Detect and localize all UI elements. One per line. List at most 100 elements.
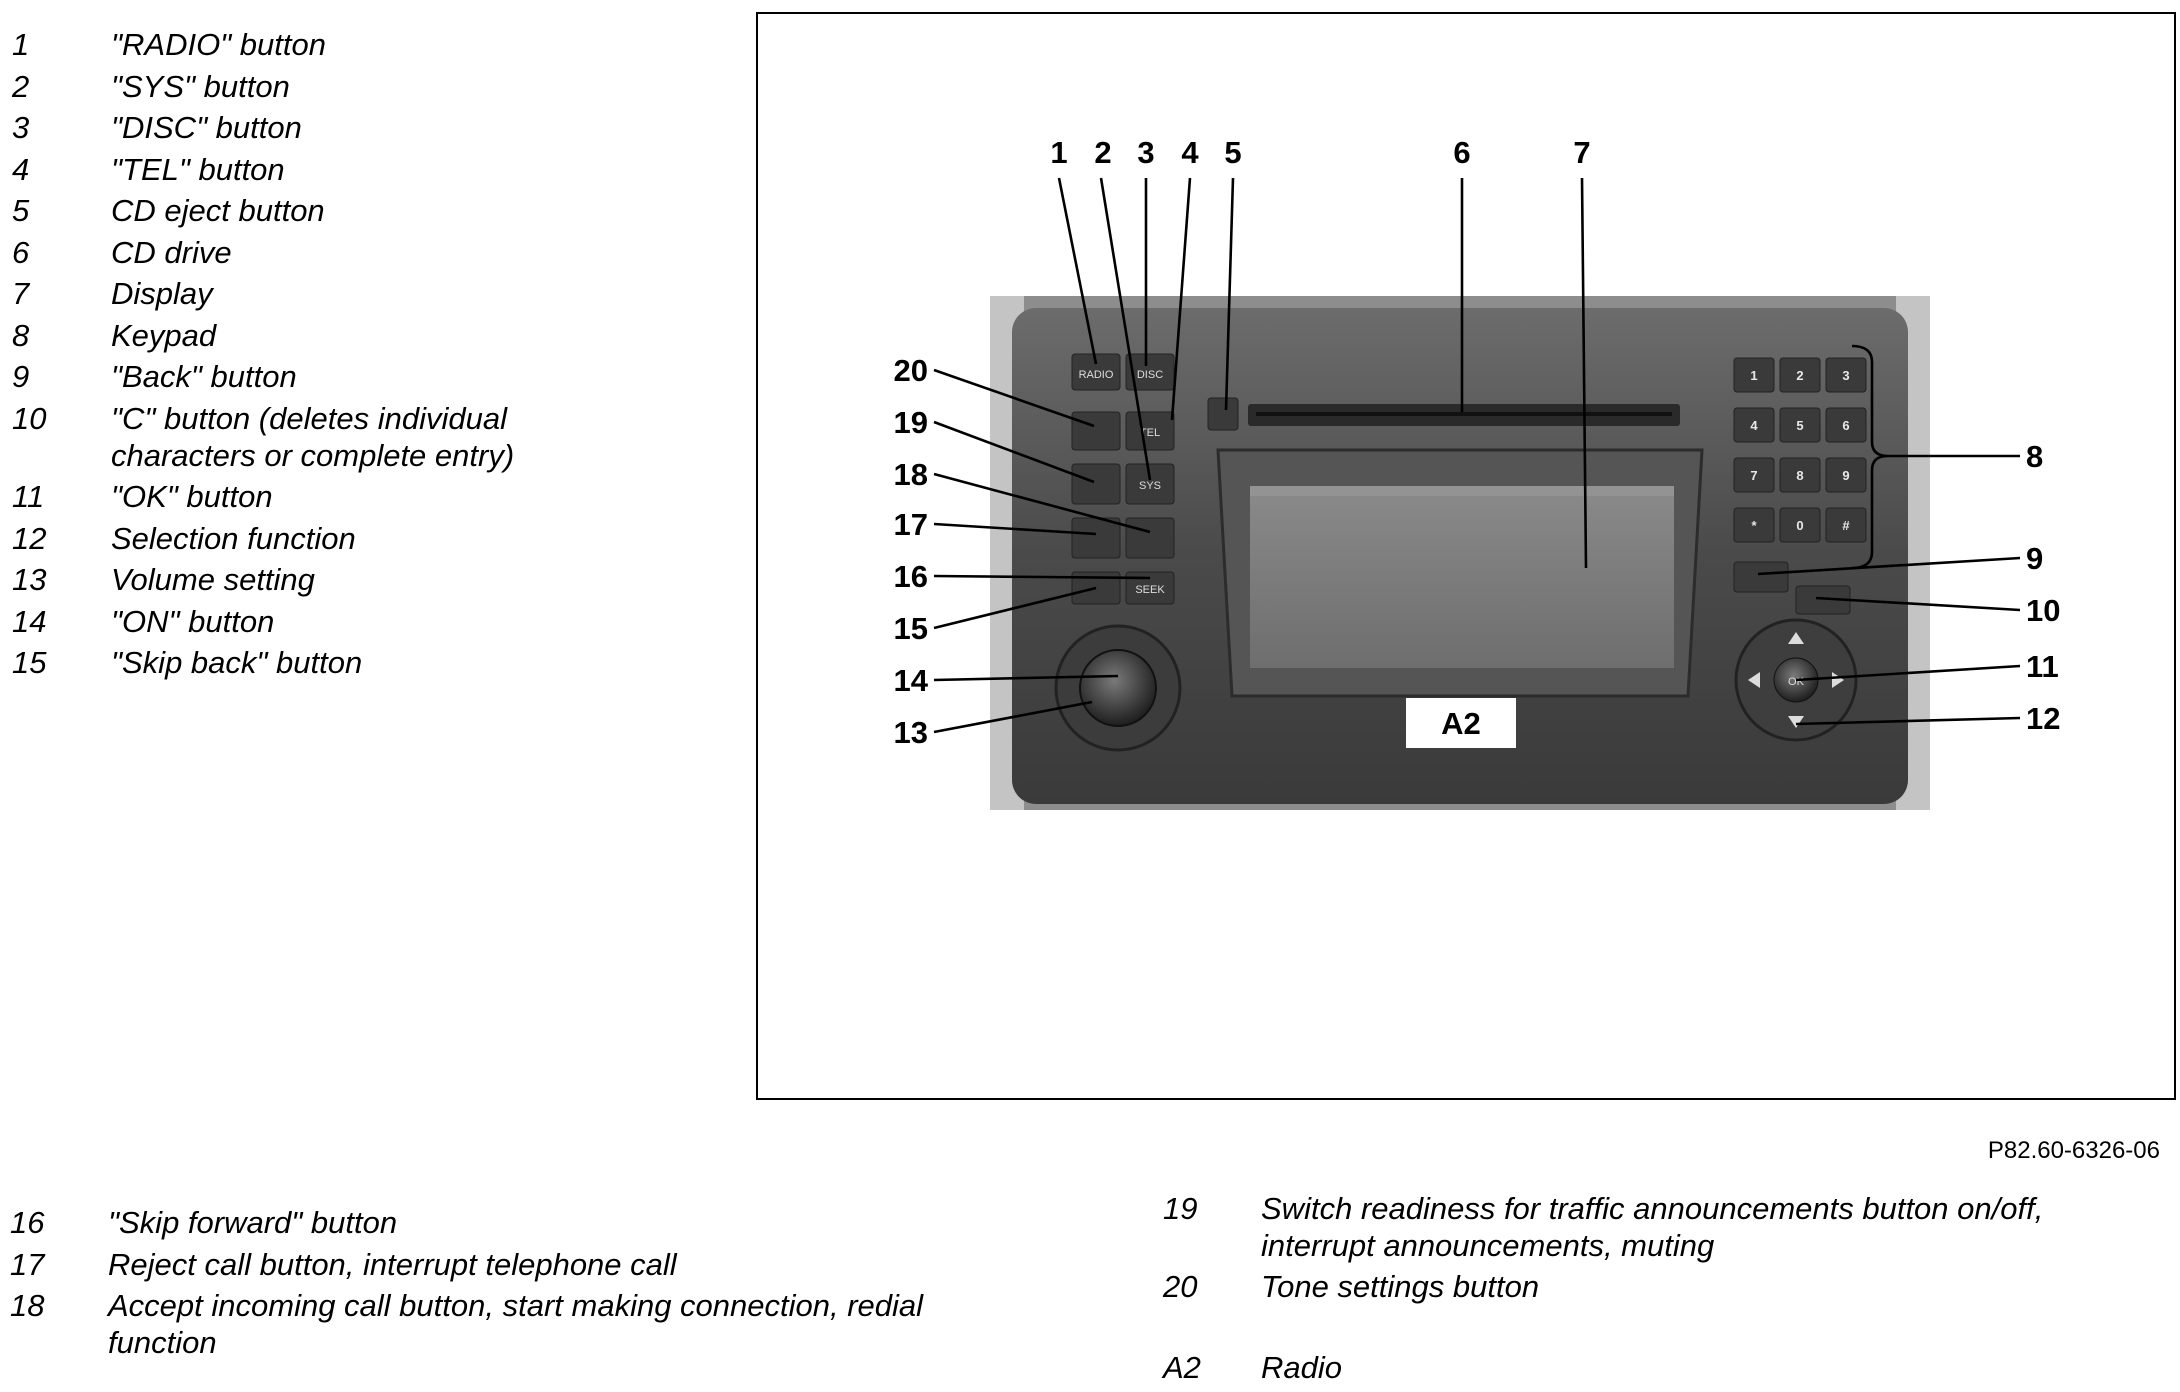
leader-line-10 [1815, 596, 2021, 612]
reject-call-button[interactable] [1071, 517, 1121, 559]
callout-label: 5 [1224, 135, 1241, 170]
legend-text: Volume setting [111, 562, 315, 597]
keypad-key-label: 8 [1796, 468, 1803, 483]
leader-line-17 [933, 522, 1097, 536]
traffic-announcement-button[interactable] [1071, 463, 1121, 505]
legend-text: "RADIO" button [111, 27, 326, 62]
keypad-key-label: 7 [1750, 468, 1757, 483]
legend-number: 16 [10, 1205, 45, 1240]
legend-top: 1"RADIO" button 2"SYS" button 3"DISC" bu… [12, 26, 572, 686]
keypad-key-label: 1 [1750, 368, 1757, 383]
radio-button[interactable] [1071, 353, 1121, 391]
legend-number: 3 [12, 110, 30, 145]
keypad-key[interactable] [1825, 457, 1867, 493]
leader-line-16 [933, 574, 1151, 580]
legend-item: 16 "Skip forward" button [10, 1204, 1010, 1241]
callout-label: 10 [2026, 593, 2060, 628]
callout-label: 11 [2026, 649, 2059, 684]
callout-label: 12 [2026, 701, 2060, 736]
keypad-key[interactable] [1779, 507, 1821, 543]
legend-text: Radio [1261, 1350, 1342, 1385]
legend-text: Reject call button, interrupt telephone … [108, 1246, 677, 1282]
legend-text: "Skip forward" button [108, 1205, 398, 1240]
tel-button[interactable] [1125, 411, 1175, 451]
keypad-key[interactable] [1733, 407, 1775, 443]
sys-button-label: SYS [1139, 480, 1161, 492]
keypad-key-label: 0 [1796, 518, 1803, 533]
legend-text: Display [111, 276, 213, 311]
legend-text: "DISC" button [111, 110, 302, 145]
keypad-key[interactable] [1779, 457, 1821, 493]
keypad-key[interactable] [1825, 407, 1867, 443]
callout-label: 4 [1181, 135, 1199, 170]
legend-number: 19 [1163, 1191, 1198, 1226]
keypad-key-label: 4 [1750, 418, 1758, 433]
accept-call-button[interactable] [1125, 517, 1175, 559]
callout-label: 20 [894, 353, 928, 388]
callout-label: 9 [2026, 541, 2043, 576]
legend-number: 8 [12, 317, 30, 353]
leader-line-13 [933, 700, 1093, 734]
legend-text: Selection function [111, 520, 356, 556]
keypad-key-label: 6 [1842, 418, 1849, 433]
on-button[interactable] [1079, 649, 1157, 727]
keypad-key[interactable] [1733, 357, 1775, 393]
leader-line-4 [1170, 177, 1192, 421]
disc-button[interactable] [1125, 353, 1175, 391]
legend-number: 1 [12, 27, 30, 62]
unit-label-box [1406, 698, 1516, 748]
keypad-key[interactable] [1779, 407, 1821, 443]
leader-line-11 [1795, 664, 2021, 682]
keypad-key[interactable] [1825, 507, 1867, 543]
keypad-key-label: 3 [1842, 368, 1849, 383]
legend-number: A2 [1163, 1350, 1201, 1385]
legend-text: "ON" button [111, 603, 275, 639]
legend-number: 13 [12, 562, 47, 597]
callout-label: 6 [1453, 135, 1470, 170]
keypad-key-label: 9 [1842, 468, 1849, 483]
callout-label: 3 [1137, 135, 1154, 170]
legend-item: 15"Skip back" button [12, 644, 572, 681]
arrow-up-icon [1788, 632, 1804, 644]
legend-number: 6 [12, 234, 30, 270]
legend-item: 1 "RADIO" button [12, 26, 572, 63]
legend-item: 9 "Back" button [12, 358, 572, 395]
back-button[interactable] [1733, 561, 1789, 593]
keypad-key[interactable] [1733, 457, 1775, 493]
legend-text: Switch readiness for traffic announcemen… [1261, 1191, 2044, 1263]
leader-line-18 [933, 472, 1151, 534]
leader-line-14 [933, 674, 1119, 682]
cd-eject-button[interactable] [1207, 397, 1239, 431]
leader-lines [933, 177, 2021, 734]
cd-slot [1256, 412, 1672, 416]
unit-label: A2 [1441, 706, 1481, 741]
legend-item: 13 Volume setting [12, 561, 572, 598]
keypad-key[interactable] [1733, 507, 1775, 543]
legend-number: 14 [12, 603, 47, 639]
tone-settings-button[interactable] [1071, 411, 1121, 451]
callout-label: 19 [894, 405, 928, 440]
legend-number: 9 [12, 359, 30, 394]
callout-label: 13 [894, 715, 928, 750]
legend-text: "Back" button [111, 359, 297, 394]
leader-line-12 [1795, 716, 2021, 726]
legend-text: CD eject button [111, 193, 325, 228]
keypad-key-label: 2 [1796, 368, 1803, 383]
legend-number: 15 [12, 645, 47, 680]
sys-button[interactable] [1125, 463, 1175, 505]
skip-forward-button[interactable] [1125, 571, 1175, 605]
ok-button-label: OK [1788, 676, 1805, 688]
legend-number: 10 [12, 400, 47, 436]
legend-item: A2 Radio [1163, 1349, 2163, 1386]
legend-number: 18 [10, 1288, 45, 1323]
legend-bottom-right: 19 Switch readiness for traffic announcem… [1163, 1190, 2163, 1390]
arrow-right-icon [1832, 672, 1844, 688]
legend-number: 5 [12, 193, 30, 228]
keypad-key[interactable] [1825, 357, 1867, 393]
keypad-key[interactable] [1779, 357, 1821, 393]
